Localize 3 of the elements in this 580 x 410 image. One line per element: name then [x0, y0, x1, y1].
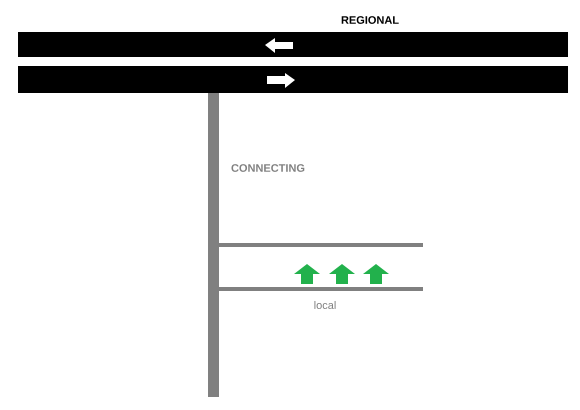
road-label: REGIONAL — [342, 16, 399, 24]
road-label: local — [314, 300, 336, 310]
road-label: CONNECTING — [232, 164, 304, 172]
